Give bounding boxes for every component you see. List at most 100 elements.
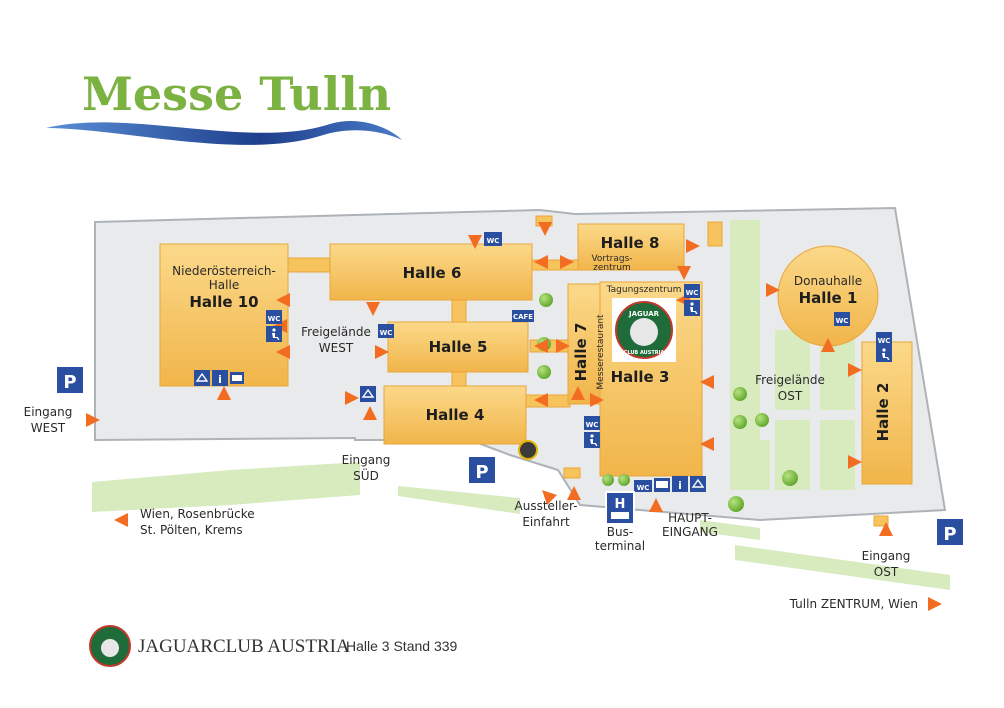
svg-text:WC: WC bbox=[268, 315, 281, 323]
wc-icon bbox=[266, 310, 282, 324]
cloakroom-icon bbox=[690, 476, 706, 492]
page-title: Messe Tulln bbox=[82, 67, 391, 121]
connectors bbox=[285, 215, 889, 527]
svg-text:WC: WC bbox=[836, 317, 849, 325]
tagungszentrum-label: Tagungszentrum bbox=[606, 285, 682, 295]
parking-icon bbox=[55, 365, 85, 395]
hall-3-label: Halle 3 bbox=[611, 368, 670, 386]
busterminal-label: Bus- bbox=[607, 525, 633, 539]
arrow-east-direction-icon bbox=[928, 597, 942, 611]
info-label: i bbox=[218, 373, 222, 386]
freigelaende-ost-label-2: OST bbox=[778, 389, 803, 403]
wc-icon bbox=[634, 480, 652, 492]
club-name: JAGUARCLUB AUSTRIA bbox=[138, 636, 350, 657]
hall-5[interactable] bbox=[387, 321, 529, 373]
club-stand: Halle 3 Stand 339 bbox=[346, 638, 458, 654]
bus-terminal[interactable]: H bbox=[605, 491, 635, 525]
wc-badges: WC WC WC WC WC WC WC WC CAFE bbox=[266, 232, 892, 492]
hall-7-label: Halle 7 bbox=[572, 323, 590, 382]
green-strip-west bbox=[92, 462, 360, 512]
jaguar-club-footer-logo bbox=[89, 625, 131, 667]
hall-8[interactable] bbox=[577, 223, 685, 271]
hall-4-label: Halle 4 bbox=[426, 406, 485, 424]
eingang-ost-label: Eingang bbox=[862, 549, 911, 563]
svg-text:WC: WC bbox=[637, 484, 650, 492]
hall-10-sub-label-2: Halle bbox=[209, 278, 239, 292]
cloakroom-icon bbox=[360, 386, 376, 402]
haupteingang-label: HAUPT- bbox=[668, 511, 712, 525]
svg-text:WC: WC bbox=[586, 421, 599, 429]
hall-5-label: Halle 5 bbox=[429, 338, 488, 356]
seal-icon bbox=[518, 440, 538, 460]
svg-text:P: P bbox=[475, 462, 488, 483]
parking-icon bbox=[935, 517, 965, 547]
green-strip-east bbox=[735, 545, 950, 590]
wc-icon bbox=[484, 232, 502, 246]
direction-west-label: Wien, Rosenbrücke bbox=[140, 507, 255, 521]
svg-text:P: P bbox=[63, 372, 76, 393]
tree-icon bbox=[755, 413, 769, 427]
hall-6[interactable] bbox=[329, 243, 533, 301]
info-icon bbox=[212, 370, 228, 386]
svg-text:WC: WC bbox=[487, 237, 500, 245]
bus-icon bbox=[611, 512, 629, 519]
hall-6-label: Halle 6 bbox=[403, 264, 462, 282]
svg-text:H: H bbox=[615, 497, 626, 512]
haupteingang-label-2: EINGANG bbox=[662, 525, 718, 539]
hall-8-label: Halle 8 bbox=[601, 234, 660, 252]
parking-icon bbox=[467, 455, 497, 485]
hall-10-label: Halle 10 bbox=[189, 293, 258, 311]
tree-icon bbox=[602, 474, 614, 486]
jaguar-club-logo-hall3: JAGUAR CLUB AUSTRIA bbox=[612, 298, 676, 362]
tree-icon bbox=[728, 496, 744, 512]
jaguar-logo-word: JAGUAR bbox=[628, 310, 660, 318]
arrow-west-direction-icon bbox=[114, 513, 128, 527]
wc-icon bbox=[584, 416, 600, 430]
cloakroom-icon bbox=[194, 370, 210, 386]
eingang-sued-label: Eingang bbox=[342, 453, 391, 467]
wc-icon bbox=[876, 332, 892, 346]
svg-text:CAFE: CAFE bbox=[513, 313, 533, 321]
parking-east[interactable]: P bbox=[935, 517, 965, 547]
svg-text:P: P bbox=[943, 524, 956, 545]
direction-west-label-2: St. Pölten, Krems bbox=[140, 523, 243, 537]
parking-south[interactable]: P bbox=[467, 455, 497, 485]
wc-icon bbox=[834, 312, 850, 326]
aussteller-einfahrt-label-2: Einfahrt bbox=[522, 515, 570, 529]
tree-icon bbox=[782, 470, 798, 486]
green-strip-ost bbox=[700, 520, 760, 540]
tree-icon bbox=[539, 293, 553, 307]
eingang-west-label-2: WEST bbox=[31, 421, 66, 435]
info-label: i bbox=[678, 479, 682, 492]
green-area-east bbox=[730, 220, 855, 490]
title-wave bbox=[46, 121, 402, 145]
wc-icon bbox=[378, 324, 394, 338]
green-strip-south bbox=[398, 486, 520, 514]
hall-7-sub-label: Messerestaurant bbox=[596, 314, 606, 390]
eingang-west-label: Eingang bbox=[24, 405, 73, 419]
direction-east-label: Tulln ZENTRUM, Wien bbox=[789, 597, 918, 611]
hall-4[interactable] bbox=[383, 385, 527, 445]
hall-10-sub-label: Niederösterreich- bbox=[172, 264, 276, 278]
hall-8-sub-label: Vortrags- bbox=[591, 254, 632, 264]
parking-west[interactable]: P bbox=[55, 365, 85, 395]
hall-7[interactable] bbox=[567, 283, 603, 405]
hall-2[interactable] bbox=[861, 341, 913, 485]
tree-icon bbox=[733, 387, 747, 401]
hall-8-sub-label-2: zentrum bbox=[593, 263, 631, 273]
hall-2-label: Halle 2 bbox=[874, 383, 892, 442]
wc-icon bbox=[684, 284, 700, 298]
svg-text:WC: WC bbox=[380, 329, 393, 337]
svg-text:WC: WC bbox=[878, 337, 891, 345]
tree-icon bbox=[537, 365, 551, 379]
freigelaende-west-label: Freigelände bbox=[301, 325, 371, 339]
service-icon-glyphs bbox=[195, 302, 890, 488]
aussteller-einfahrt-label: Aussteller- bbox=[515, 499, 578, 513]
info-icon bbox=[672, 476, 688, 492]
cafe-icon bbox=[512, 310, 534, 322]
hall-1-sub-label: Donauhalle bbox=[794, 274, 862, 288]
svg-text:WC: WC bbox=[686, 289, 699, 297]
jaguar-logo-sub: CLUB AUSTRIA bbox=[624, 350, 665, 356]
